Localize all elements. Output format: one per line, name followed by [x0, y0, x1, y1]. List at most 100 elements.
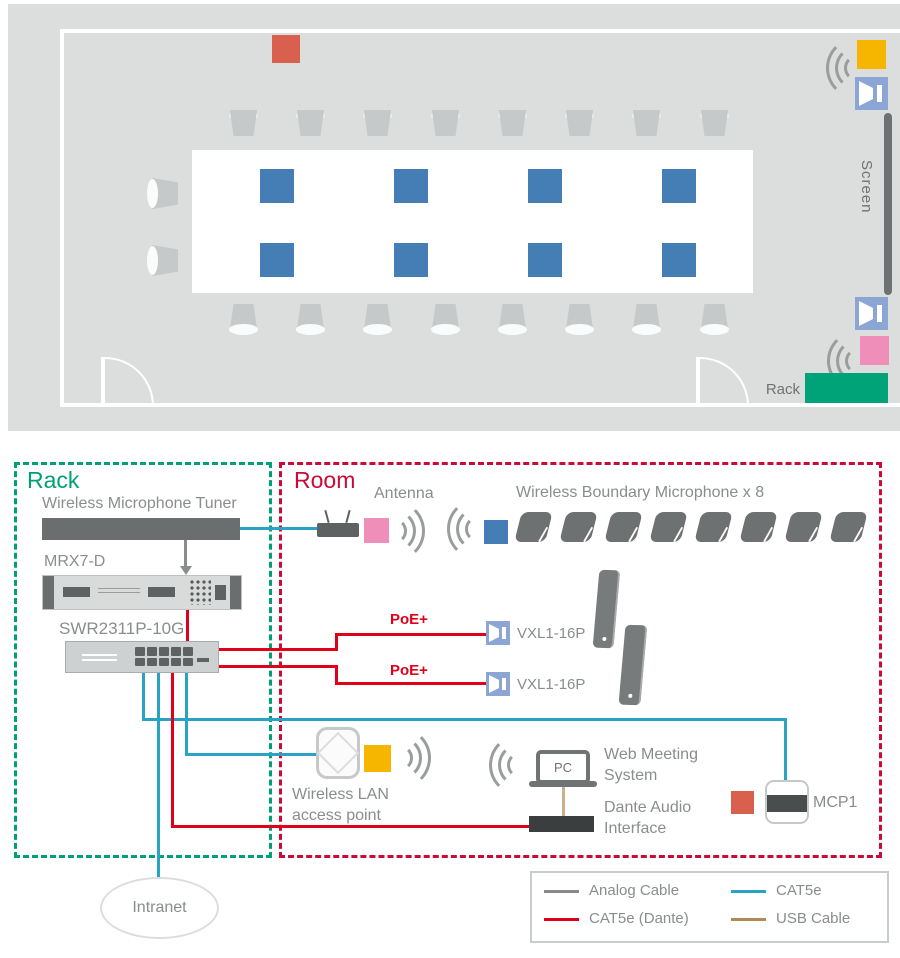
radio-waves-icon	[394, 500, 434, 562]
web-meeting-label: Web Meeting System	[604, 745, 698, 787]
wifi-waves-icon	[826, 36, 857, 100]
chair	[564, 110, 595, 141]
room-section-box	[279, 462, 882, 858]
tuner-label: Wireless Microphone Tuner	[42, 495, 237, 512]
boundary-mics-label: Wireless Boundary Microphone x 8	[516, 484, 765, 501]
dante-cable-swatch	[544, 918, 579, 921]
cat5e-cable	[240, 527, 318, 530]
legend-analog-label: Analog Cable	[589, 882, 680, 899]
vxl-speaker-icon	[486, 672, 510, 696]
dante-cable-mrx-to-switch	[186, 608, 189, 642]
mrx7d-device	[42, 575, 242, 610]
mrx7d-label: MRX7-D	[44, 553, 106, 570]
cat5e-cable-to-mcp1	[142, 670, 145, 721]
chair	[631, 110, 662, 141]
room-wall-top	[60, 29, 900, 33]
rack-section-box	[14, 462, 272, 858]
switch-label: SWR2311P-10G	[59, 619, 185, 638]
intranet-cloud: Intranet	[100, 877, 219, 939]
analog-cable-swatch	[544, 890, 579, 893]
table-mic-marker	[528, 243, 562, 277]
dante-line1: Dante Audio	[604, 799, 692, 816]
door-leaf-right	[696, 357, 700, 404]
chair	[430, 304, 461, 335]
table-mic-marker	[394, 243, 428, 277]
dante-cable-poe1	[217, 648, 338, 651]
dante-cable-poe2	[335, 665, 338, 685]
access-point-marker	[857, 40, 886, 69]
dante-interface-label: Dante Audio Interface	[604, 798, 691, 840]
swr2311p-switch-device	[65, 641, 219, 673]
cat5e-cable-to-mcp1	[784, 718, 787, 782]
screen-label: Screen	[858, 160, 875, 214]
room-wall-bottom	[60, 403, 900, 407]
dante-cable-poe1	[335, 633, 486, 636]
antenna-waves-icon	[827, 330, 858, 392]
rack-location-marker	[805, 373, 888, 403]
intranet-label: Intranet	[132, 899, 187, 916]
vxl-label: VXL1-16P	[517, 625, 586, 642]
table-mic-marker	[662, 243, 696, 277]
table-mic-marker	[394, 169, 428, 203]
chair	[228, 304, 259, 335]
web-meeting-line1: Web Meeting	[604, 746, 698, 763]
chair	[295, 304, 326, 335]
chair	[430, 110, 461, 141]
wifi-waves-icon	[480, 732, 520, 798]
poe-label: PoE+	[390, 611, 428, 628]
speaker-icon	[855, 297, 888, 330]
wifi-waves-icon	[400, 727, 440, 789]
mcp1-device	[765, 780, 809, 824]
antenna-marker	[860, 336, 889, 365]
vxl-label: VXL1-16P	[517, 676, 586, 693]
chair	[699, 304, 730, 335]
analog-cable-arrowhead	[180, 566, 192, 575]
dante-cable-poe2	[217, 665, 338, 668]
chair	[295, 110, 326, 141]
rack-location-label: Rack	[765, 381, 800, 398]
boundary-mic-marker	[484, 520, 508, 544]
usb-cable	[562, 787, 565, 817]
legend-usb-label: USB Cable	[776, 910, 851, 927]
chair	[362, 304, 393, 335]
door-leaf-left	[101, 357, 105, 404]
poe-label: PoE+	[390, 662, 428, 679]
chair	[564, 304, 595, 335]
pc-base	[529, 781, 597, 787]
legend-dante-label: CAT5e (Dante)	[589, 910, 689, 927]
cat5e-cable-to-ap	[185, 753, 317, 756]
chair	[497, 110, 528, 141]
cable-legend: Analog Cable CAT5e CAT5e (Dante) USB Cab…	[530, 871, 889, 943]
table-mic-marker	[260, 169, 294, 203]
speaker-icon	[855, 77, 888, 110]
pc-device: PC	[536, 750, 590, 784]
chair	[631, 304, 662, 335]
chair	[228, 110, 259, 141]
cat5e-cable-to-ap	[185, 670, 188, 756]
dante-cable-to-interface	[171, 825, 530, 828]
screen-bar	[884, 113, 892, 295]
antenna-label: Antenna	[374, 485, 434, 502]
dante-line2: Interface	[604, 819, 667, 837]
mcp1-wall-panel-marker	[731, 791, 754, 814]
cat5e-cable-to-mcp1	[142, 718, 787, 721]
mcp1-label: MCP1	[813, 794, 858, 811]
dante-interface-device	[529, 816, 594, 832]
table-mic-marker	[260, 243, 294, 277]
chair	[497, 304, 528, 335]
table-mic-marker	[528, 169, 562, 203]
wireless-ap-device	[316, 727, 360, 779]
radio-waves-icon	[438, 497, 478, 561]
web-meeting-line2: System	[604, 766, 658, 784]
dante-cable-poe1	[335, 633, 338, 651]
analog-cable	[184, 540, 187, 567]
chair	[147, 245, 178, 276]
table-mic-marker	[662, 169, 696, 203]
room-section-title: Room	[294, 467, 356, 493]
ap-label: Wireless LAN access point	[292, 785, 389, 827]
antenna-device	[317, 509, 359, 537]
rack-section-title: Rack	[27, 467, 80, 493]
ap-label-line1: Wireless LAN	[292, 786, 389, 803]
chair	[699, 110, 730, 141]
